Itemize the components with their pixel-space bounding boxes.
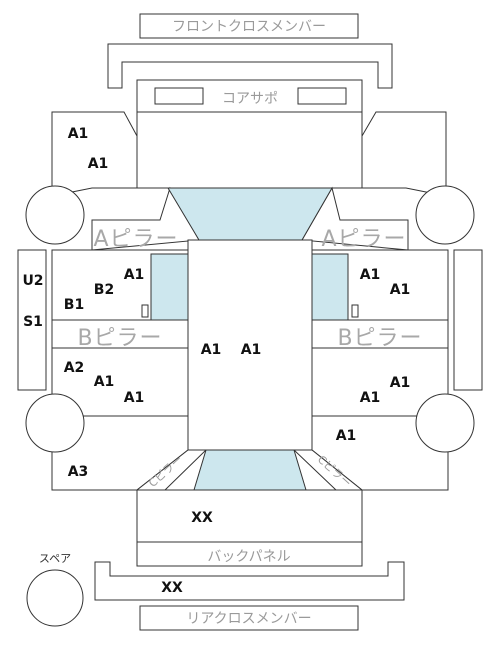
- grade-front-left-door-inner: A1: [124, 267, 145, 283]
- front-left-wheel: [25, 185, 85, 245]
- front-cross-member-box: [139, 13, 359, 39]
- b-pillar-left-label: Bピラー: [77, 326, 162, 351]
- rear-right-wheel: [415, 393, 475, 453]
- front-bumper: [107, 43, 393, 89]
- spare-label: スペア: [39, 552, 71, 565]
- grade-rear-bumper: XX: [161, 580, 183, 596]
- grade-rear-left-door-outer: A2: [64, 360, 85, 376]
- grade-rear-left-quarter: A3: [68, 464, 89, 480]
- b-pillar-right: [311, 319, 449, 349]
- left-rocker: [17, 249, 47, 391]
- grade-front-left-upper: A1: [68, 126, 89, 142]
- right-rocker: [453, 249, 483, 391]
- grade-left-rocker-bottom: S1: [23, 314, 43, 330]
- grade-rear-left-door-mid: A1: [94, 374, 115, 390]
- rear-cross-member-box: [139, 605, 359, 631]
- front-right-fender: [361, 111, 447, 197]
- b-pillar-right-label: Bピラー: [337, 326, 422, 351]
- grade-left-rocker-top: U2: [22, 273, 43, 289]
- back-panel-label: バックパネル: [207, 549, 290, 565]
- left-headlight: [154, 87, 204, 105]
- spare-tire: [26, 569, 84, 627]
- grade-rear-right-quarter: A1: [336, 428, 357, 444]
- rear-cross-member-label: リアクロスメンバー: [186, 611, 311, 627]
- front-right-door-handle: [351, 304, 359, 318]
- grade-trunk: XX: [191, 510, 213, 526]
- hood-panel: [136, 111, 363, 189]
- grade-rear-right-door-outer: A1: [390, 375, 411, 391]
- rear-window: [193, 449, 307, 491]
- grade-roof-right: A1: [241, 342, 262, 358]
- grade-front-left-door-outer: B1: [64, 297, 84, 313]
- front-left-fender: [51, 111, 138, 197]
- a-pillar-left-label: Aピラー: [93, 227, 178, 252]
- back-panel-box: [136, 541, 363, 567]
- grade-front-right-door-inner: A1: [360, 267, 381, 283]
- front-right-window: [311, 253, 349, 321]
- front-left-window: [150, 253, 189, 321]
- grade-front-right-door-outer: A1: [390, 282, 411, 298]
- front-right-wheel: [415, 185, 475, 245]
- grade-front-left-door-mid: B2: [94, 282, 114, 298]
- grade-roof-left: A1: [201, 342, 222, 358]
- grade-rear-right-door-inner: A1: [360, 390, 381, 406]
- right-headlight: [297, 87, 347, 105]
- front-left-door-handle: [141, 304, 149, 318]
- a-pillar-right-label: Aピラー: [321, 227, 406, 252]
- trunk-lid: [136, 489, 363, 543]
- grade-front-left-lower: A1: [88, 156, 109, 172]
- rear-bumper: [94, 561, 405, 601]
- core-support-label: コアサポ: [222, 91, 278, 107]
- rear-left-wheel: [25, 393, 85, 453]
- front-cross-member-label: フロントクロスメンバー: [172, 19, 326, 35]
- roof-panel: [187, 239, 313, 451]
- grade-rear-left-door-inner: A1: [124, 390, 145, 406]
